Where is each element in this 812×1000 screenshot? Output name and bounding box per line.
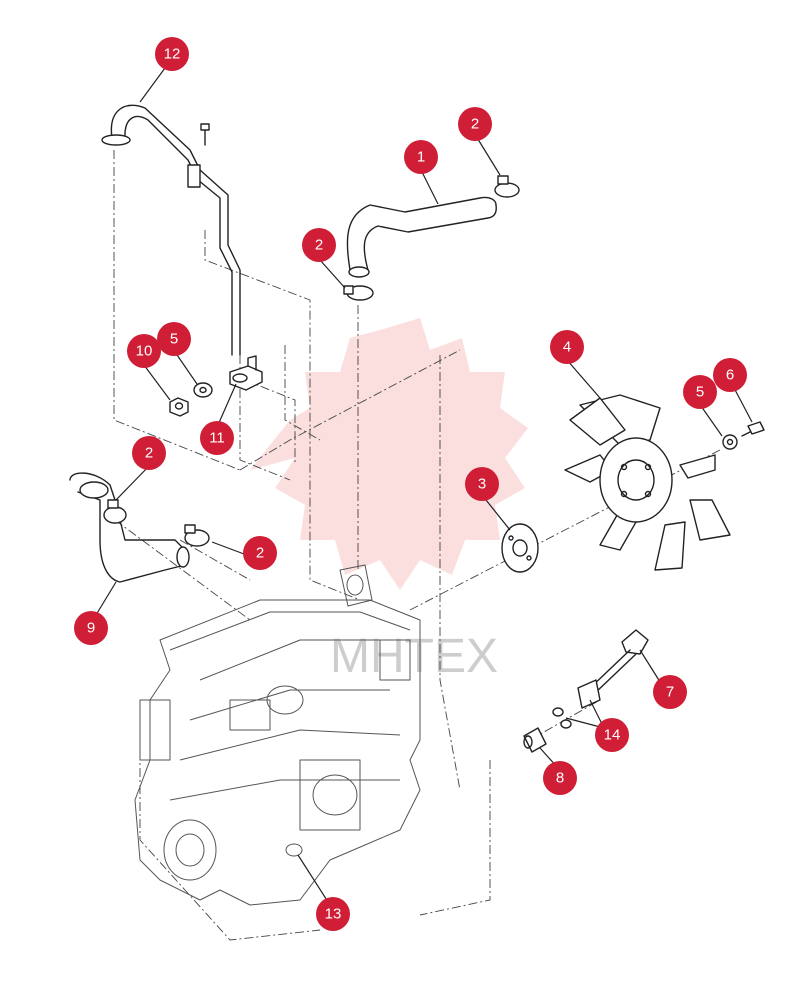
part-10-nut — [169, 397, 189, 417]
part-8-fitting — [523, 727, 547, 753]
callout-5-a: 5 — [157, 322, 191, 356]
callout-2-c: 2 — [132, 436, 166, 470]
callout-8: 8 — [543, 761, 577, 795]
part-5-washer-left — [193, 382, 213, 398]
callout-6-label: 6 — [726, 367, 734, 384]
callout-9-label: 9 — [87, 620, 95, 637]
part-2-clamp-upper-left — [343, 285, 374, 301]
callout-2-a: 2 — [458, 107, 492, 141]
part-6-bolt — [741, 421, 765, 437]
callout-14-label: 14 — [604, 727, 621, 744]
callout-11: 11 — [200, 421, 234, 455]
callout-6: 6 — [713, 358, 747, 392]
part-3-spacer — [501, 523, 539, 573]
part-9-lower-hose — [69, 472, 190, 583]
part-4-fan — [564, 394, 731, 571]
callout-5-a-label: 5 — [170, 331, 178, 348]
part-2-clamp-upper-right — [494, 175, 520, 198]
engine-block — [134, 564, 421, 906]
callout-2-a-label: 2 — [471, 116, 479, 133]
callout-4: 4 — [550, 330, 584, 364]
part-5-washer-right — [722, 434, 738, 450]
callout-12-label: 12 — [164, 46, 181, 63]
watermark-gear-icon — [250, 318, 528, 590]
callout-2-d: 2 — [243, 536, 277, 570]
callout-14: 14 — [595, 718, 629, 752]
callout-2-d-label: 2 — [256, 545, 264, 562]
callout-11-label: 11 — [209, 430, 225, 447]
watermark-gear-logo — [250, 318, 528, 590]
part-14-fittings — [552, 679, 601, 729]
callout-13: 13 — [316, 897, 350, 931]
callout-4-label: 4 — [563, 339, 571, 356]
callout-5-b-label: 5 — [696, 384, 704, 401]
callout-3-label: 3 — [478, 476, 486, 493]
callout-2-b-label: 2 — [315, 237, 323, 254]
part-11-bracket — [229, 355, 263, 391]
callout-3: 3 — [465, 467, 499, 501]
callout-5-b: 5 — [683, 375, 717, 409]
callout-2-b: 2 — [302, 228, 336, 262]
callout-10-label: 10 — [136, 343, 153, 360]
callout-1: 1 — [404, 140, 438, 174]
part-12-bypass-pipe — [101, 104, 241, 356]
watermark-text: MHTEX — [330, 630, 498, 683]
callout-10: 10 — [127, 334, 161, 368]
callout-1-label: 1 — [417, 149, 425, 166]
callout-8-label: 8 — [556, 770, 564, 787]
part-2-clamp-lower-b — [184, 524, 210, 547]
callout-12: 12 — [155, 37, 189, 71]
callout-9: 9 — [74, 611, 108, 645]
callout-2-c-label: 2 — [145, 445, 153, 462]
callout-7: 7 — [653, 675, 687, 709]
callout-13-label: 13 — [325, 906, 342, 923]
part-1-upper-hose — [346, 196, 497, 278]
callout-7-label: 7 — [666, 684, 674, 701]
part-2-clamp-lower-a — [103, 499, 127, 524]
alignment-lines — [113, 150, 721, 941]
